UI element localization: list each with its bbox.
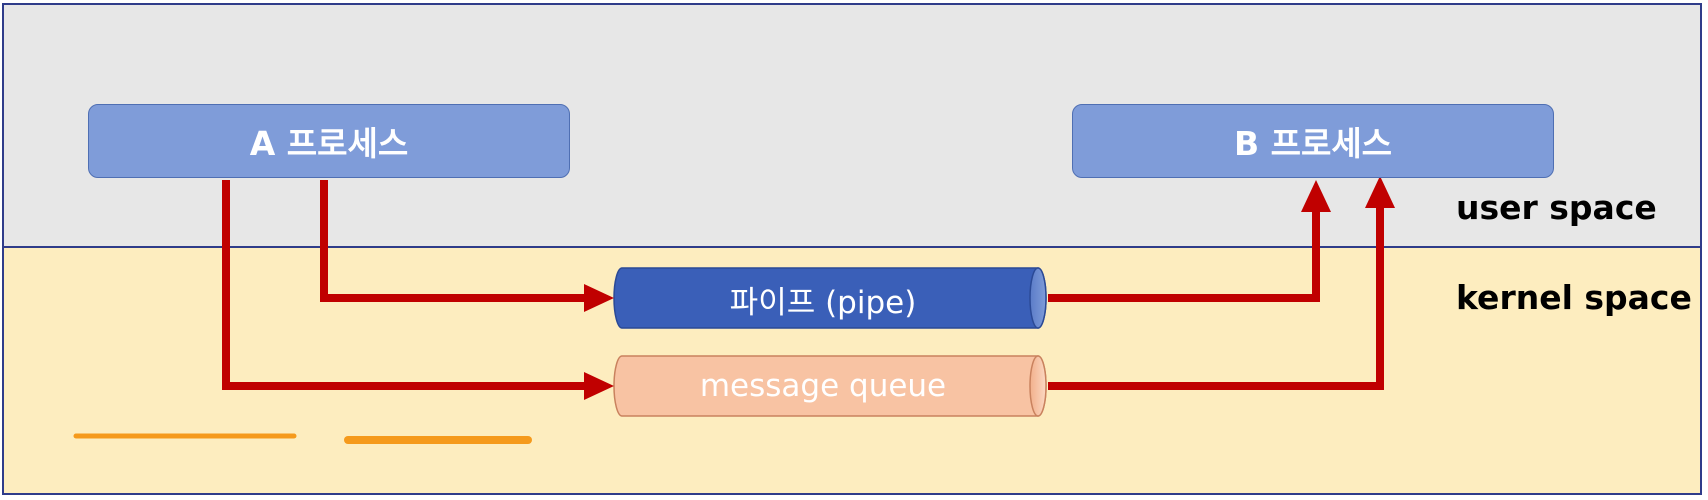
process-a-box: A 프로세스 — [88, 104, 570, 178]
arrow-a-to-queue — [222, 180, 614, 400]
message-queue-cylinder — [613, 355, 1047, 417]
process-b-box: B 프로세스 — [1072, 104, 1554, 178]
process-b-label: B 프로세스 — [1233, 124, 1393, 163]
kernel-space-label: kernel space — [1456, 278, 1692, 317]
arrow-a-to-pipe — [320, 180, 614, 312]
user-space-label: user space — [1456, 188, 1657, 227]
arrow-pipe-to-b — [1048, 180, 1331, 302]
pipe-cylinder — [613, 267, 1047, 329]
process-a-label: A 프로세스 — [249, 124, 409, 163]
arrow-queue-to-b — [1048, 176, 1395, 390]
